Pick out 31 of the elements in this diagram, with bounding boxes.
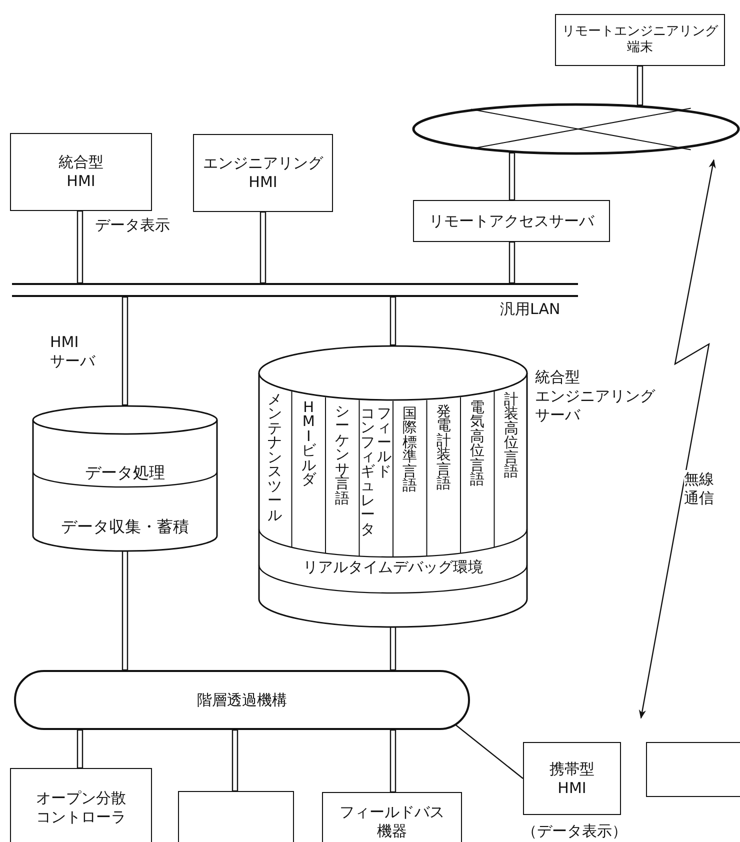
wireless-link [638,159,716,719]
double-connector [390,296,396,346]
caption-label: HMI サーバ [50,333,95,370]
double-connector [508,152,516,201]
device-box [646,742,740,797]
terminal-box: 統合型 HMI [10,133,152,211]
mechanism-capsule: 階層透過機構 [14,670,470,730]
device-box [178,791,294,842]
network-bus [12,283,578,297]
network-ellipse [412,103,740,155]
terminal-box: エンジニアリング HMI [193,134,333,212]
device-box: 携帯型 HMI [523,742,621,815]
double-connector [390,729,396,793]
edge-label: 無線通信 [684,470,716,508]
controller-box: オープン分散コントローラ [10,768,152,842]
double-connector [232,729,238,792]
server-box: リモートアクセスサーバ [413,200,610,242]
double-connector [390,626,396,671]
double-connector [508,241,516,284]
caption-label: （データ表示） [522,822,627,841]
double-connector [260,211,266,284]
double-connector [122,296,128,406]
double-connector [636,65,644,106]
double-connector [122,550,128,671]
double-connector [76,729,84,769]
text-label: データ表示 [95,216,170,235]
caption-label: 統合型エンジニアリングサーバ [535,368,655,424]
device-box: フィールドバス機器 [322,792,462,842]
double-connector [76,210,84,284]
caption-label: 汎用LAN [500,300,560,319]
terminal-box: リモートエンジニアリング端末 [555,14,725,66]
